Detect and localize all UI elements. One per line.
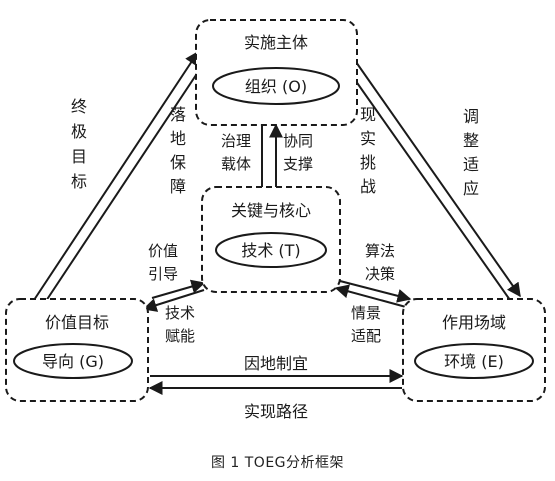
figure-caption: 图 1 TOEG分析框架 [210, 455, 345, 471]
node-organization-title: 实施主体 [244, 33, 308, 52]
label-left-outer: 终极目标 [71, 97, 87, 191]
label-center-left-lower: 技术赋能 [165, 304, 195, 345]
label-right-inner: 现实挑战 [360, 105, 376, 196]
node-technology-ellipse [215, 232, 327, 268]
node-goal-ellipse [13, 343, 133, 379]
label-bottom-inner: 因地制宜 [244, 354, 308, 373]
node-technology: 关键与核心 技术 (T) [201, 186, 341, 293]
node-goal-title: 价值目标 [45, 313, 109, 332]
label-left-inner: 落地保障 [170, 105, 186, 196]
arrow-goal-to-org-inner [43, 59, 207, 305]
node-environment-label: 环境 (E) [444, 352, 504, 371]
node-goal-label: 导向 (G) [42, 352, 104, 371]
node-environment-title: 作用场域 [442, 313, 506, 332]
arrow-tech-to-goal [142, 289, 205, 312]
label-right-outer: 调整适应 [463, 107, 479, 198]
label-bottom-outer: 实现路径 [244, 402, 308, 421]
node-environment: 作用场域 环境 (E) [402, 298, 546, 402]
arrow-env-to-tech [334, 284, 407, 308]
arrow-org-to-env-inner [340, 59, 511, 301]
arrow-org-to-env-outer [348, 51, 521, 298]
arrow-goal-to-tech [151, 279, 206, 299]
label-center-right-upper: 算法决策 [365, 242, 395, 283]
label-center-right-lower: 情景适配 [351, 304, 381, 345]
node-goal: 价值目标 导向 (G) [5, 298, 149, 402]
arrow-goal-to-org-outer [33, 50, 199, 301]
label-top-center-left: 治理载体 [221, 132, 251, 173]
arrow-tech-to-env [339, 280, 412, 303]
label-center-left-upper: 价值引导 [148, 242, 178, 283]
connectors [33, 50, 521, 395]
edge-labels: 终极目标 落地保障 现实挑战 调整适应 治理载体 协同支撑 价值引导 技术赋能 … [71, 97, 479, 421]
node-organization: 实施主体 组织 (O) [195, 19, 358, 126]
label-top-center-right: 协同支撑 [283, 132, 313, 173]
node-technology-title: 关键与核心 [231, 201, 311, 220]
node-organization-label: 组织 (O) [245, 77, 307, 96]
node-technology-label: 技术 (T) [241, 241, 300, 260]
node-environment-ellipse [414, 343, 534, 379]
node-organization-ellipse [212, 67, 340, 105]
